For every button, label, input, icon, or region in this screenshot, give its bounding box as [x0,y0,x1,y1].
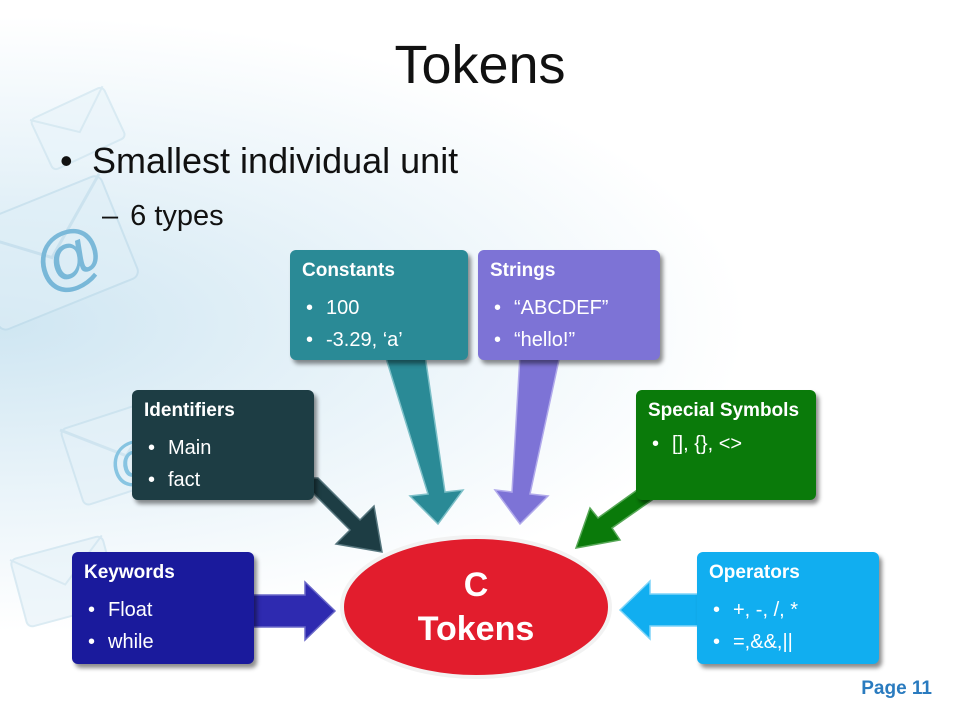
constants-item: 100 [302,292,456,324]
arrow-strings [493,354,561,526]
keywords-heading: Keywords [84,562,175,583]
identifiers-item: fact [144,464,302,496]
identifiers-item: Main [144,432,302,464]
center-ellipse [340,535,612,679]
keywords-item: while [84,626,242,658]
sub-bullet-dash: – [102,200,119,232]
operators-item: =,&&,|| [709,626,867,658]
arrow-operators [618,579,701,641]
arrow-identifiers [287,477,383,553]
main-bullet-text: Smallest individual unit [92,140,459,181]
strings-item: “hello!” [490,324,648,356]
identifiers-heading: Identifiers [144,400,235,421]
constants-item: -3.29, ‘a’ [302,324,456,356]
operators-heading: Operators [709,562,800,583]
box-keywords: Keywords Float while [72,552,254,664]
box-special-symbols: Special Symbols [], {}, <> [636,390,816,500]
special-symbols-item: [], {}, <> [648,428,804,460]
keywords-item: Float [84,594,242,626]
special-symbols-heading: Special Symbols [648,400,800,421]
strings-item: “ABCDEF” [490,292,648,324]
box-constants: Constants 100 -3.29, ‘a’ [290,250,468,360]
page-number: Page 11 [861,678,932,699]
sub-bullet: –6 types [102,200,224,233]
slide-title: Tokens [394,35,566,95]
center-label-line2: Tokens [418,610,535,648]
arrow-special-symbols [574,487,654,549]
sub-bullet-text: 6 types [130,200,224,232]
strings-heading: Strings [490,260,556,281]
main-bullet: • Smallest individual unit [60,140,458,182]
box-identifiers: Identifiers Main fact [132,390,314,500]
constants-heading: Constants [302,260,395,281]
arrow-constants [383,354,465,526]
box-operators: Operators +, -, /, * =,&&,|| [697,552,879,664]
center-label-line1: C [464,566,489,604]
operators-item: +, -, /, * [709,594,867,626]
bullet-dot: • [60,140,73,181]
arrow-keywords [249,580,337,642]
box-strings: Strings “ABCDEF” “hello!” [478,250,660,360]
